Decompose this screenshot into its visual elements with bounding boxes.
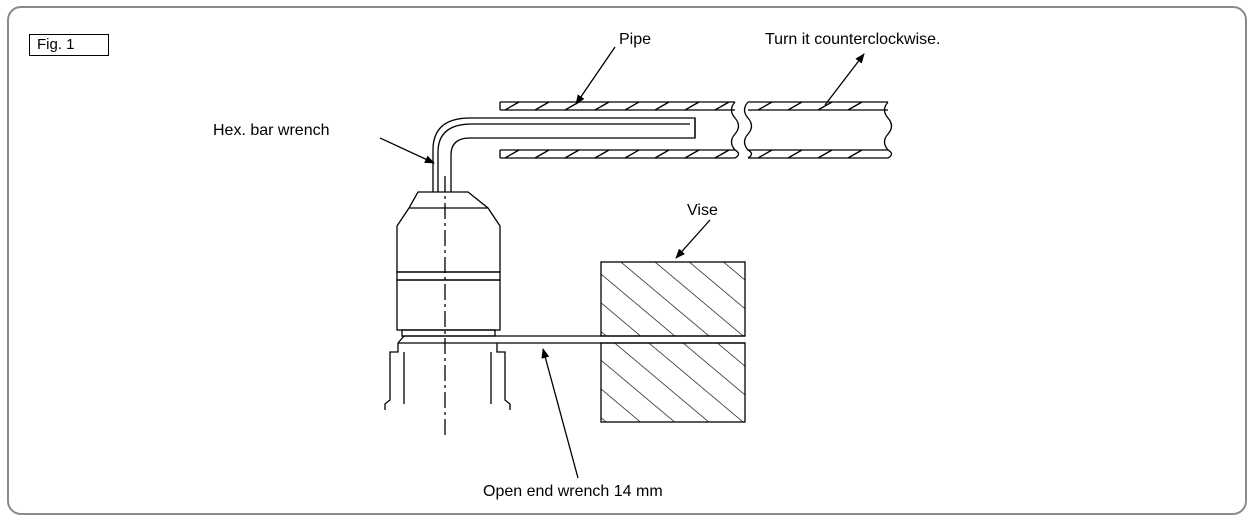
vise-jaws <box>600 261 746 423</box>
leader-vise <box>675 219 711 259</box>
hex-bar-wrench <box>432 117 696 192</box>
leader-turn <box>824 53 865 106</box>
socket-body <box>396 176 501 435</box>
label-open-end-wrench: Open end wrench 14 mm <box>483 483 663 500</box>
leader-hex-wrench <box>379 137 435 164</box>
valve-body <box>384 343 511 410</box>
label-hex-bar-wrench: Hex. bar wrench <box>213 122 330 139</box>
leader-open-end-wrench <box>541 348 579 479</box>
label-vise: Vise <box>687 202 718 219</box>
figure-tag: Fig. 1 <box>29 34 109 56</box>
label-turn-counterclockwise: Turn it counterclockwise. <box>765 31 941 48</box>
open-end-wrench <box>397 335 745 344</box>
figure-frame <box>7 6 1247 515</box>
leader-pipe <box>575 46 616 105</box>
pipe-left-segment <box>499 101 740 159</box>
label-pipe: Pipe <box>619 31 652 48</box>
pipe-right-segment <box>743 101 893 159</box>
